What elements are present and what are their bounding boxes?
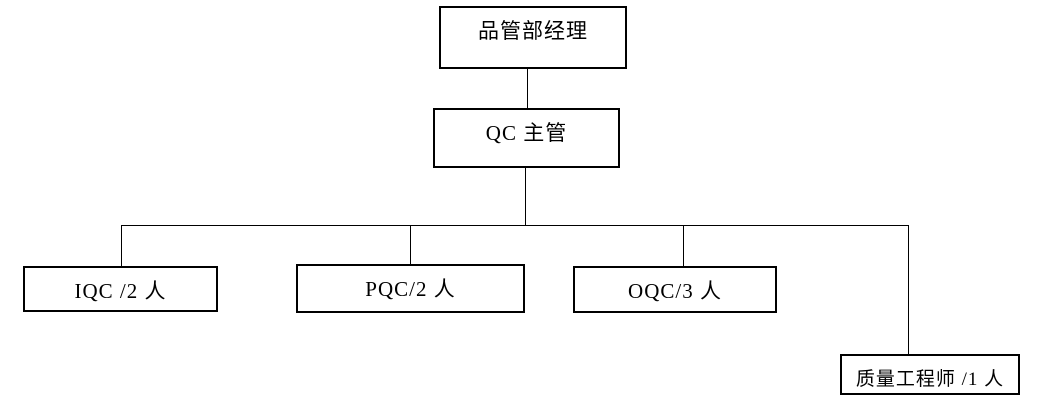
- edge-horizontal-bus: [121, 225, 909, 226]
- edge-bus-to-iqc: [121, 225, 122, 266]
- node-manager: 品管部经理: [439, 6, 627, 69]
- node-oqc: OQC/3 人: [573, 266, 777, 313]
- edge-bus-to-quality-engineer: [908, 225, 909, 354]
- node-pqc: PQC/2 人: [296, 264, 525, 313]
- node-qc-supervisor: QC 主管: [433, 108, 620, 168]
- node-iqc: IQC /2 人: [23, 266, 218, 312]
- edge-bus-to-pqc: [410, 225, 411, 264]
- edge-bus-to-oqc: [683, 225, 684, 266]
- node-quality-engineer: 质量工程师 /1 人: [840, 354, 1020, 395]
- edge-manager-to-qc-supervisor: [527, 69, 528, 108]
- edge-qc-supervisor-to-bus: [525, 168, 526, 226]
